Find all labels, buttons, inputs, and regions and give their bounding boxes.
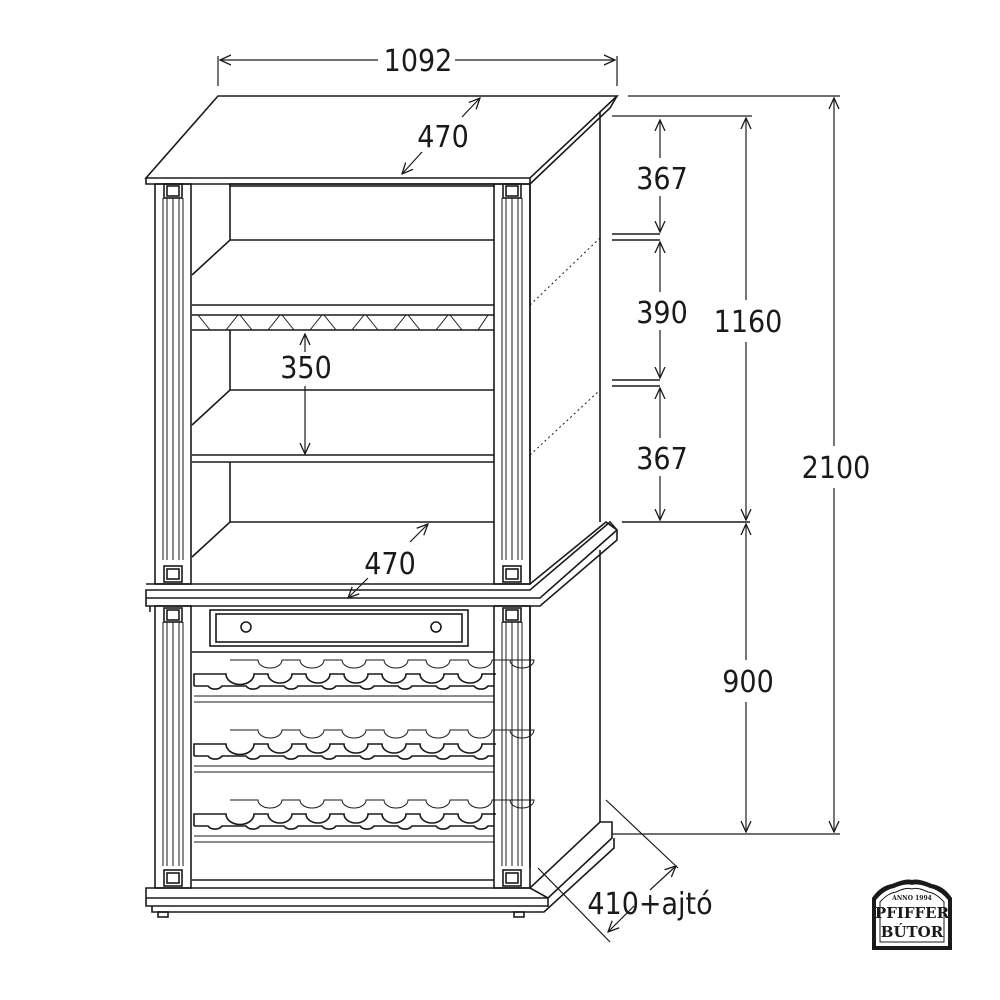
logo-line1: PFIFFER [875, 904, 950, 922]
dim-total-height: 2100 [802, 451, 871, 486]
dimensions: 1092 470 350 470 367 390 367 1160 [217, 44, 871, 943]
pfiffer-butor-logo: ANNO 1994 PFIFFER BÚTOR [872, 879, 952, 950]
dim-top-depth: 470 [417, 120, 469, 155]
rack-front-row-0 [193, 673, 496, 686]
left-column-upper [154, 183, 192, 585]
dim-lower-height: 900 [722, 665, 774, 700]
rack-back-row-1 [230, 729, 535, 739]
dim-base-top-depth: 470 [364, 547, 416, 582]
dim-upper-bottom-gap: 367 [636, 442, 688, 477]
logo-line2: BÚTOR [881, 923, 944, 941]
right-column-lower [493, 605, 531, 889]
dim-base-depth: 410+ajtó [587, 887, 712, 922]
dim-upper-height: 1160 [714, 305, 783, 340]
wine-rack [193, 659, 535, 843]
rack-back-row-2 [230, 799, 535, 809]
rack-lower-edge-0 [194, 685, 494, 690]
right-column-upper [493, 183, 531, 585]
left-column-lower [154, 605, 192, 889]
glass-rack [192, 304, 494, 331]
drawer [209, 609, 469, 647]
logo-anno: ANNO 1994 [891, 895, 932, 902]
rack-lower-edge-1 [194, 755, 494, 760]
upper-cabinet [154, 112, 750, 585]
dim-total-width: 1092 [384, 44, 453, 79]
dim-middle-gap: 390 [636, 296, 688, 331]
lower-cabinet [154, 550, 601, 889]
plinth [145, 800, 615, 918]
rack-front-row-1 [193, 743, 496, 756]
top-slab [144, 95, 620, 185]
dim-upper-top-gap: 367 [636, 162, 688, 197]
middle-slab [145, 520, 619, 612]
rack-lower-edge-2 [194, 825, 494, 830]
rack-back-row-0 [230, 659, 535, 669]
dim-rack-spacing: 350 [280, 351, 332, 386]
rack-front-row-2 [193, 813, 496, 826]
